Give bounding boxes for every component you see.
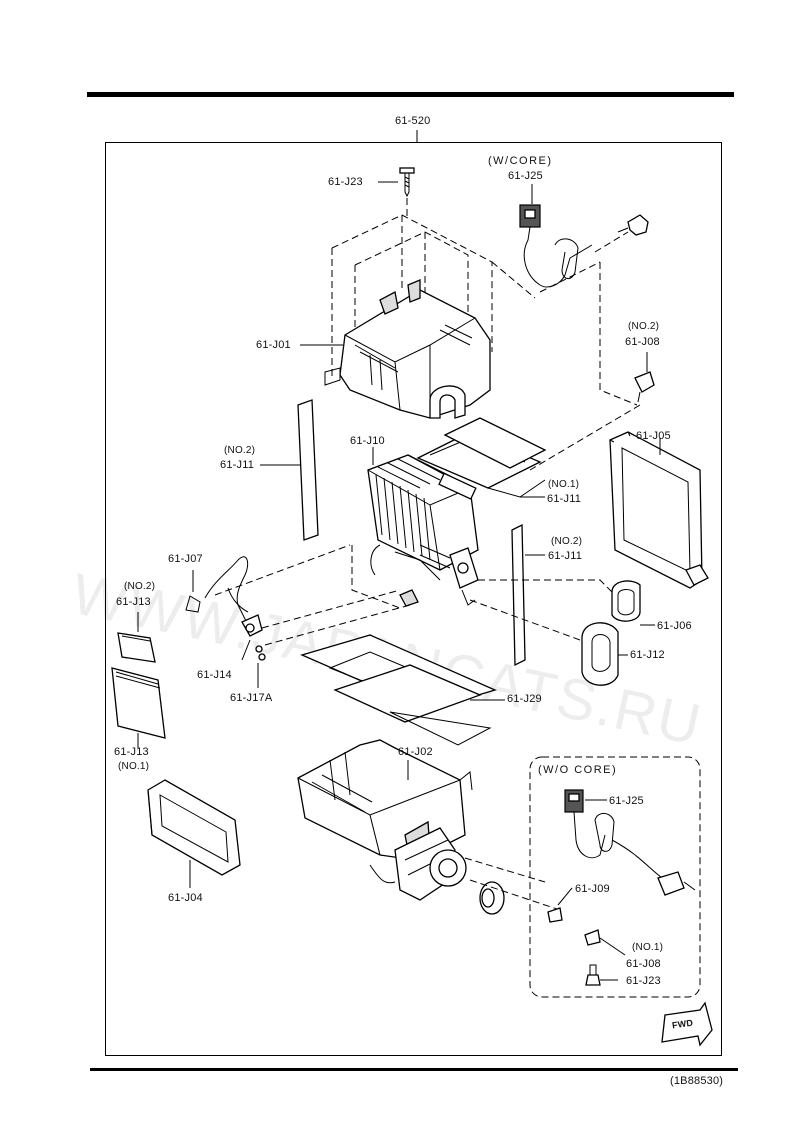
insulator-block xyxy=(581,622,619,686)
label-61-j23-top: 61-J23 xyxy=(328,176,363,188)
clip-no1 xyxy=(584,929,601,946)
without-core-heading: (W/O CORE) xyxy=(538,764,618,776)
label-61-j11-mid-note: (NO.1) xyxy=(548,479,580,490)
label-61-j25-bottom: 61-J25 xyxy=(609,795,644,807)
label-61-j13-top: 61-J13 xyxy=(116,596,151,608)
label-61-j13-top-note: (NO.2) xyxy=(124,581,156,592)
evaporator-core xyxy=(367,454,479,607)
fwd-arrow xyxy=(661,1001,713,1047)
label-61-j11-right: 61-J11 xyxy=(548,550,583,562)
label-61-j01: 61-J01 xyxy=(256,339,291,351)
label-61-j13-bottom: 61-J13 xyxy=(114,746,149,758)
label-61-j10: 61-J10 xyxy=(350,435,385,447)
thermo-sensor-bottom xyxy=(564,789,696,896)
label-61-j09: 61-J09 xyxy=(575,883,610,895)
label-61-j08-bottom: 61-J08 xyxy=(626,958,661,970)
label-61-j13-bottom-note: (NO.1) xyxy=(118,761,150,772)
gasket-sheet xyxy=(300,634,497,746)
with-core-heading: (W/CORE) xyxy=(488,155,553,167)
label-61-j14: 61-J14 xyxy=(197,669,232,681)
label-61-j25-top: 61-J25 xyxy=(508,170,543,182)
filter-large xyxy=(111,667,166,739)
label-61-j11-left-note: (NO.2) xyxy=(224,445,256,456)
label-61-j08: 61-J08 xyxy=(625,336,660,348)
seal-right xyxy=(511,523,526,667)
screw-bottom xyxy=(585,964,601,986)
label-61-j12: 61-J12 xyxy=(630,649,665,661)
lower-case xyxy=(297,739,473,901)
screw-top xyxy=(399,167,415,198)
label-61-j08-note: (NO.2) xyxy=(628,321,660,332)
filter-small xyxy=(117,632,156,663)
seal-ring xyxy=(611,580,641,622)
diagram-code: (1B88530) xyxy=(670,1075,724,1087)
top-rule xyxy=(87,92,734,97)
gasket-frame-right xyxy=(609,431,709,589)
upper-case xyxy=(324,279,491,419)
label-61-j11-left: 61-J11 xyxy=(220,459,255,471)
o-ring xyxy=(255,645,266,661)
blower-motor-piece xyxy=(479,881,505,915)
thermo-sensor-top xyxy=(519,204,593,288)
seal-left xyxy=(297,399,319,541)
label-61-j08-bottom-note: (NO.1) xyxy=(632,942,664,953)
label-61-j06: 61-J06 xyxy=(657,620,692,632)
label-61-j23-bottom: 61-J23 xyxy=(626,975,661,987)
label-61-j29: 61-J29 xyxy=(507,693,542,705)
label-61-j05: 61-J05 xyxy=(636,430,671,442)
label-61-j07: 61-J07 xyxy=(168,553,203,565)
label-61-j11-right-note: (NO.2) xyxy=(551,536,583,547)
clip-top-right xyxy=(617,214,649,236)
label-61-j11-mid: 61-J11 xyxy=(547,493,582,505)
assembly-ref-label: 61-520 xyxy=(395,115,431,127)
gasket-frame-left xyxy=(147,779,241,876)
label-61-j02: 61-J02 xyxy=(398,746,433,758)
thermistor xyxy=(185,556,263,637)
seal-top xyxy=(416,417,547,498)
label-61-j17a: 61-J17A xyxy=(230,692,273,704)
bottom-rule xyxy=(90,1068,738,1071)
clip-small xyxy=(547,907,563,923)
diagram-frame xyxy=(105,142,722,1056)
label-61-j04: 61-J04 xyxy=(168,892,203,904)
clip-no2 xyxy=(634,371,655,403)
